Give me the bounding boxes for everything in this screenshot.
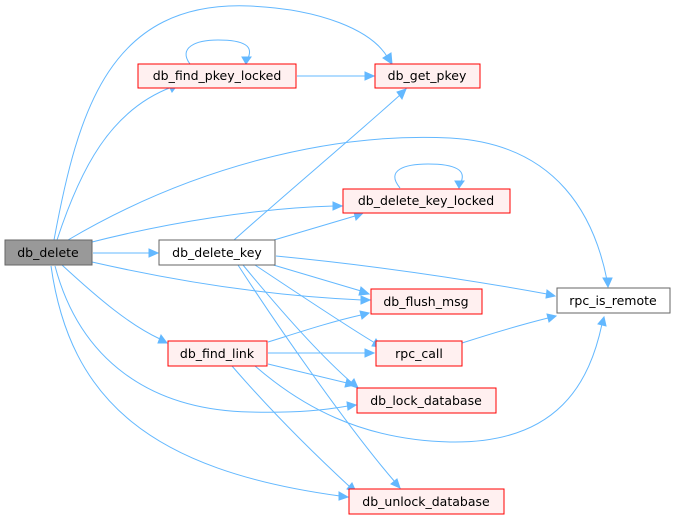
arrow-rpc_is_remote-b bbox=[546, 313, 558, 323]
node-rpc_is_remote-label: rpc_is_remote bbox=[569, 293, 657, 308]
node-db_unlock_database[interactable]: db_unlock_database bbox=[348, 488, 505, 515]
node-db_flush_msg[interactable]: db_flush_msg bbox=[370, 288, 483, 315]
node-db_find_pkey_locked[interactable]: db_find_pkey_locked bbox=[137, 63, 297, 89]
node-db_find_pkey_locked-box bbox=[137, 63, 297, 89]
node-db_unlock_database-label: db_unlock_database bbox=[362, 494, 490, 509]
edge-db_find_link-db_lock_database bbox=[267, 363, 348, 384]
arrow-db_unlock_database-c bbox=[338, 491, 350, 501]
arrow-db_get_pkey-top bbox=[382, 52, 393, 65]
arrow-db_find_link bbox=[157, 333, 168, 344]
node-db_lock_database[interactable]: db_lock_database bbox=[356, 387, 497, 414]
node-db_get_pkey[interactable]: db_get_pkey bbox=[374, 63, 481, 89]
node-db_flush_msg-label: db_flush_msg bbox=[383, 294, 468, 309]
edge-db_find_link-rpc_is_remote bbox=[254, 323, 603, 443]
node-rpc_is_remote[interactable]: rpc_is_remote bbox=[556, 287, 671, 314]
node-db_delete-label: db_delete bbox=[17, 245, 79, 260]
node-db_find_link-label: db_find_link bbox=[180, 346, 255, 361]
arrow-db_delete_key_locked-a bbox=[332, 201, 344, 211]
node-db_find_link[interactable]: db_find_link bbox=[167, 340, 268, 367]
node-db_unlock_database-box bbox=[348, 488, 505, 515]
arrow-db_flush_msg-a bbox=[358, 286, 371, 296]
edge-db_delete-db_unlock_database bbox=[50, 265, 341, 497]
arrow-db_flush_msg-b bbox=[360, 295, 372, 305]
edge-db_delete_key-db_unlock_database bbox=[237, 264, 396, 483]
node-db_delete_key_locked-label: db_delete_key_locked bbox=[358, 193, 494, 208]
node-rpc_call[interactable]: rpc_call bbox=[375, 340, 463, 367]
arrow-db_lock_database-b bbox=[344, 378, 357, 388]
node-db_get_pkey-box bbox=[374, 63, 481, 89]
edge-db_delete_key-rpc_call bbox=[254, 264, 376, 344]
edge-db_delete_key-db_flush_msg bbox=[269, 263, 362, 292]
node-db_find_link-box bbox=[167, 340, 268, 367]
edge-db_delete-db_get_pkey bbox=[53, 5, 389, 241]
arrow-db_get_pkey-lower bbox=[396, 88, 407, 101]
edge-db_delete-db_lock_database bbox=[54, 265, 349, 413]
node-db_delete_key[interactable]: db_delete_key bbox=[158, 239, 276, 266]
node-db_delete_key-box bbox=[158, 239, 276, 266]
node-db_flush_msg-box bbox=[370, 288, 483, 315]
arrow-db_find_pkey_locked-self bbox=[241, 56, 252, 65]
node-db_delete[interactable]: db_delete bbox=[4, 239, 93, 266]
edge-db_find_link-db_flush_msg bbox=[267, 314, 362, 343]
edge-db_find_pkey_locked-self bbox=[185, 39, 250, 65]
edge-db_delete-db_find_pkey_locked bbox=[56, 86, 173, 241]
arrow-db_delete_key bbox=[148, 248, 160, 258]
arrow-db_lock_database-c bbox=[346, 401, 358, 411]
arrow-rpc_call-b bbox=[364, 348, 376, 358]
arrow-rpc_is_remote-c bbox=[597, 315, 607, 327]
arrow-db_unlock_database-a bbox=[390, 478, 401, 489]
node-db_lock_database-label: db_lock_database bbox=[370, 393, 482, 408]
edge-db_delete_key-rpc_is_remote bbox=[275, 255, 548, 295]
edge-db_delete_key-db_get_pkey bbox=[233, 94, 401, 241]
edge-db_delete_key-db_lock_database bbox=[242, 264, 353, 384]
edge-db_find_link-db_unlock_database bbox=[231, 365, 351, 488]
arrow-db_get_pkey-left bbox=[364, 71, 376, 81]
arrow-db_delete_key_locked-self bbox=[454, 180, 465, 189]
node-db_find_pkey_locked-label: db_find_pkey_locked bbox=[153, 68, 282, 83]
edge-db_delete-db_flush_msg bbox=[91, 261, 363, 301]
arrow-rpc_is_remote-top bbox=[602, 277, 613, 289]
node-rpc_call-box bbox=[375, 340, 463, 367]
node-db_get_pkey-label: db_get_pkey bbox=[388, 68, 467, 83]
node-db_delete_key_locked-box bbox=[342, 188, 511, 214]
node-db_delete_key-label: db_delete_key bbox=[172, 245, 262, 260]
edge-db_delete-rpc_is_remote bbox=[67, 136, 608, 281]
node-db_lock_database-box bbox=[356, 387, 497, 414]
edge-db_delete_key-db_delete_key_locked bbox=[273, 215, 356, 241]
edge-rpc_call-rpc_is_remote bbox=[461, 317, 549, 344]
edge-db_delete-db_delete_key_locked bbox=[87, 205, 335, 244]
node-rpc_is_remote-box bbox=[556, 287, 671, 314]
edge-db_delete-db_find_link bbox=[61, 264, 161, 340]
node-rpc_call-label: rpc_call bbox=[395, 346, 443, 361]
arrow-db_flush_msg-c bbox=[359, 310, 371, 320]
edge-db_delete_key_locked-self bbox=[394, 163, 463, 189]
arrow-rpc_is_remote-left bbox=[545, 289, 557, 299]
node-db_delete_key_locked[interactable]: db_delete_key_locked bbox=[342, 188, 511, 214]
node-db_delete-box bbox=[4, 239, 93, 266]
